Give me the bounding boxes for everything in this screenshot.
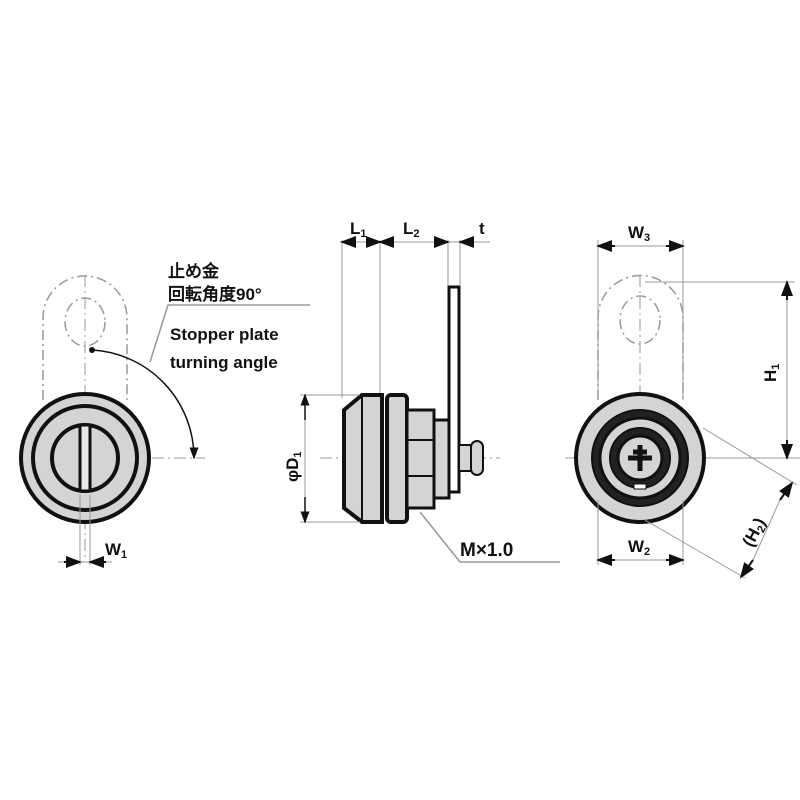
dim-d1: φD1 (283, 451, 304, 482)
svg-text:回転角度90°: 回転角度90° (168, 284, 262, 304)
stopper-annotation: 止め金 回転角度90° Stopper plate turning angle (168, 261, 279, 372)
dim-w3: W3 (628, 223, 650, 244)
svg-text:turning angle: turning angle (170, 353, 278, 372)
thread-label: M×1.0 (460, 540, 513, 561)
rear-view: W3 W2 H1 (H2) (565, 223, 800, 579)
svg-text:止め金: 止め金 (168, 261, 220, 281)
dim-w2: W2 (628, 537, 650, 558)
dim-h1: H1 (761, 364, 782, 382)
side-view: L1 L2 t φD1 M×1.0 (283, 219, 560, 563)
dim-l2: L2 (403, 219, 420, 240)
svg-text:Stopper plate: Stopper plate (170, 325, 279, 344)
front-view: W1 (19, 275, 205, 568)
phantom-stopper-plate (42, 275, 128, 400)
dim-t: t (479, 219, 485, 238)
dim-l1: L1 (350, 219, 367, 240)
dim-w1: W1 (105, 540, 127, 561)
dim-h2: (H2) (739, 515, 772, 551)
